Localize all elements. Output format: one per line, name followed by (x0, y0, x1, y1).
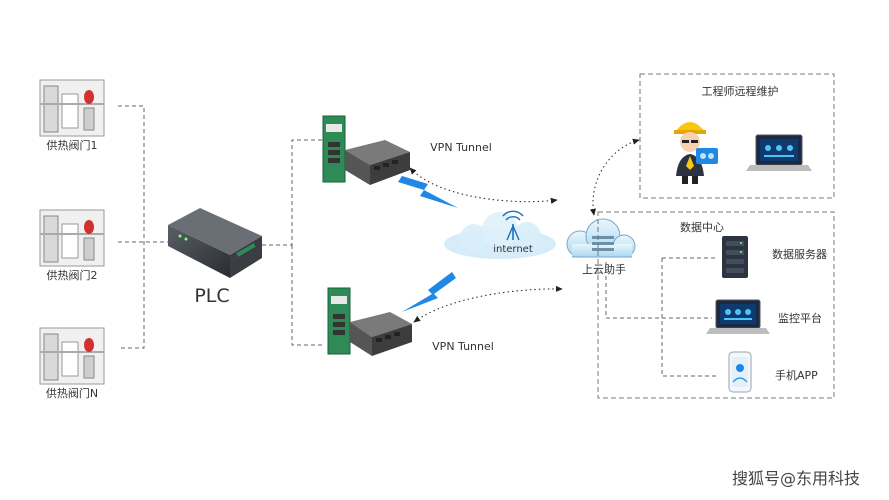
vpn-tunnel-top-label: VPN Tunnel (430, 141, 492, 154)
cloud-assistant-icon (566, 218, 636, 258)
monitor-icon (706, 299, 770, 334)
valve-2-image (39, 209, 105, 267)
server-icon (722, 236, 748, 278)
monitor-label: 监控平台 (778, 311, 822, 325)
server-label: 数据服务器 (772, 247, 827, 261)
valve-n: 供热阀门N (39, 327, 105, 400)
engineer-icon (674, 122, 718, 184)
valve-1-image (39, 79, 105, 137)
data-center-tree (605, 257, 718, 377)
data-center-title: 数据中心 (680, 220, 724, 234)
watermark: 搜狐号@东用科技 (732, 469, 860, 488)
valve-bus-lines (118, 105, 168, 349)
cloud-assistant-label: 上云助手 (582, 262, 626, 276)
vpn-tunnel-arcs (409, 167, 563, 323)
data-center-box: 数据中心 数据服务器 监控平台 (597, 211, 835, 399)
router-bottom (327, 287, 412, 356)
plc-router-lines (262, 139, 322, 346)
antenna-icon (502, 210, 524, 241)
valve-1-label: 供热阀门1 (47, 138, 98, 152)
internet-label: internet (493, 244, 533, 255)
internet-cloud (444, 210, 556, 259)
engineer-link (589, 138, 640, 216)
app-label: 手机APP (775, 368, 818, 382)
plc-device (168, 208, 262, 278)
laptop-icon (746, 134, 812, 171)
signal-icon-top (398, 176, 458, 208)
valve-2-label: 供热阀门2 (47, 268, 98, 282)
signal-icon-bottom (402, 272, 456, 312)
vpn-tunnel-bottom-label: VPN Tunnel (432, 340, 494, 353)
phone-icon (728, 351, 752, 393)
plc-label: PLC (194, 285, 229, 307)
valve-n-label: 供热阀门N (46, 386, 98, 400)
valve-n-image (39, 327, 105, 385)
router-top (322, 115, 410, 185)
engineer-maintenance-box: 工程师远程维护 (639, 73, 835, 199)
valve-1: 供热阀门1 (39, 79, 105, 152)
valve-2: 供热阀门2 (39, 209, 105, 282)
engineer-box-title: 工程师远程维护 (702, 84, 779, 98)
